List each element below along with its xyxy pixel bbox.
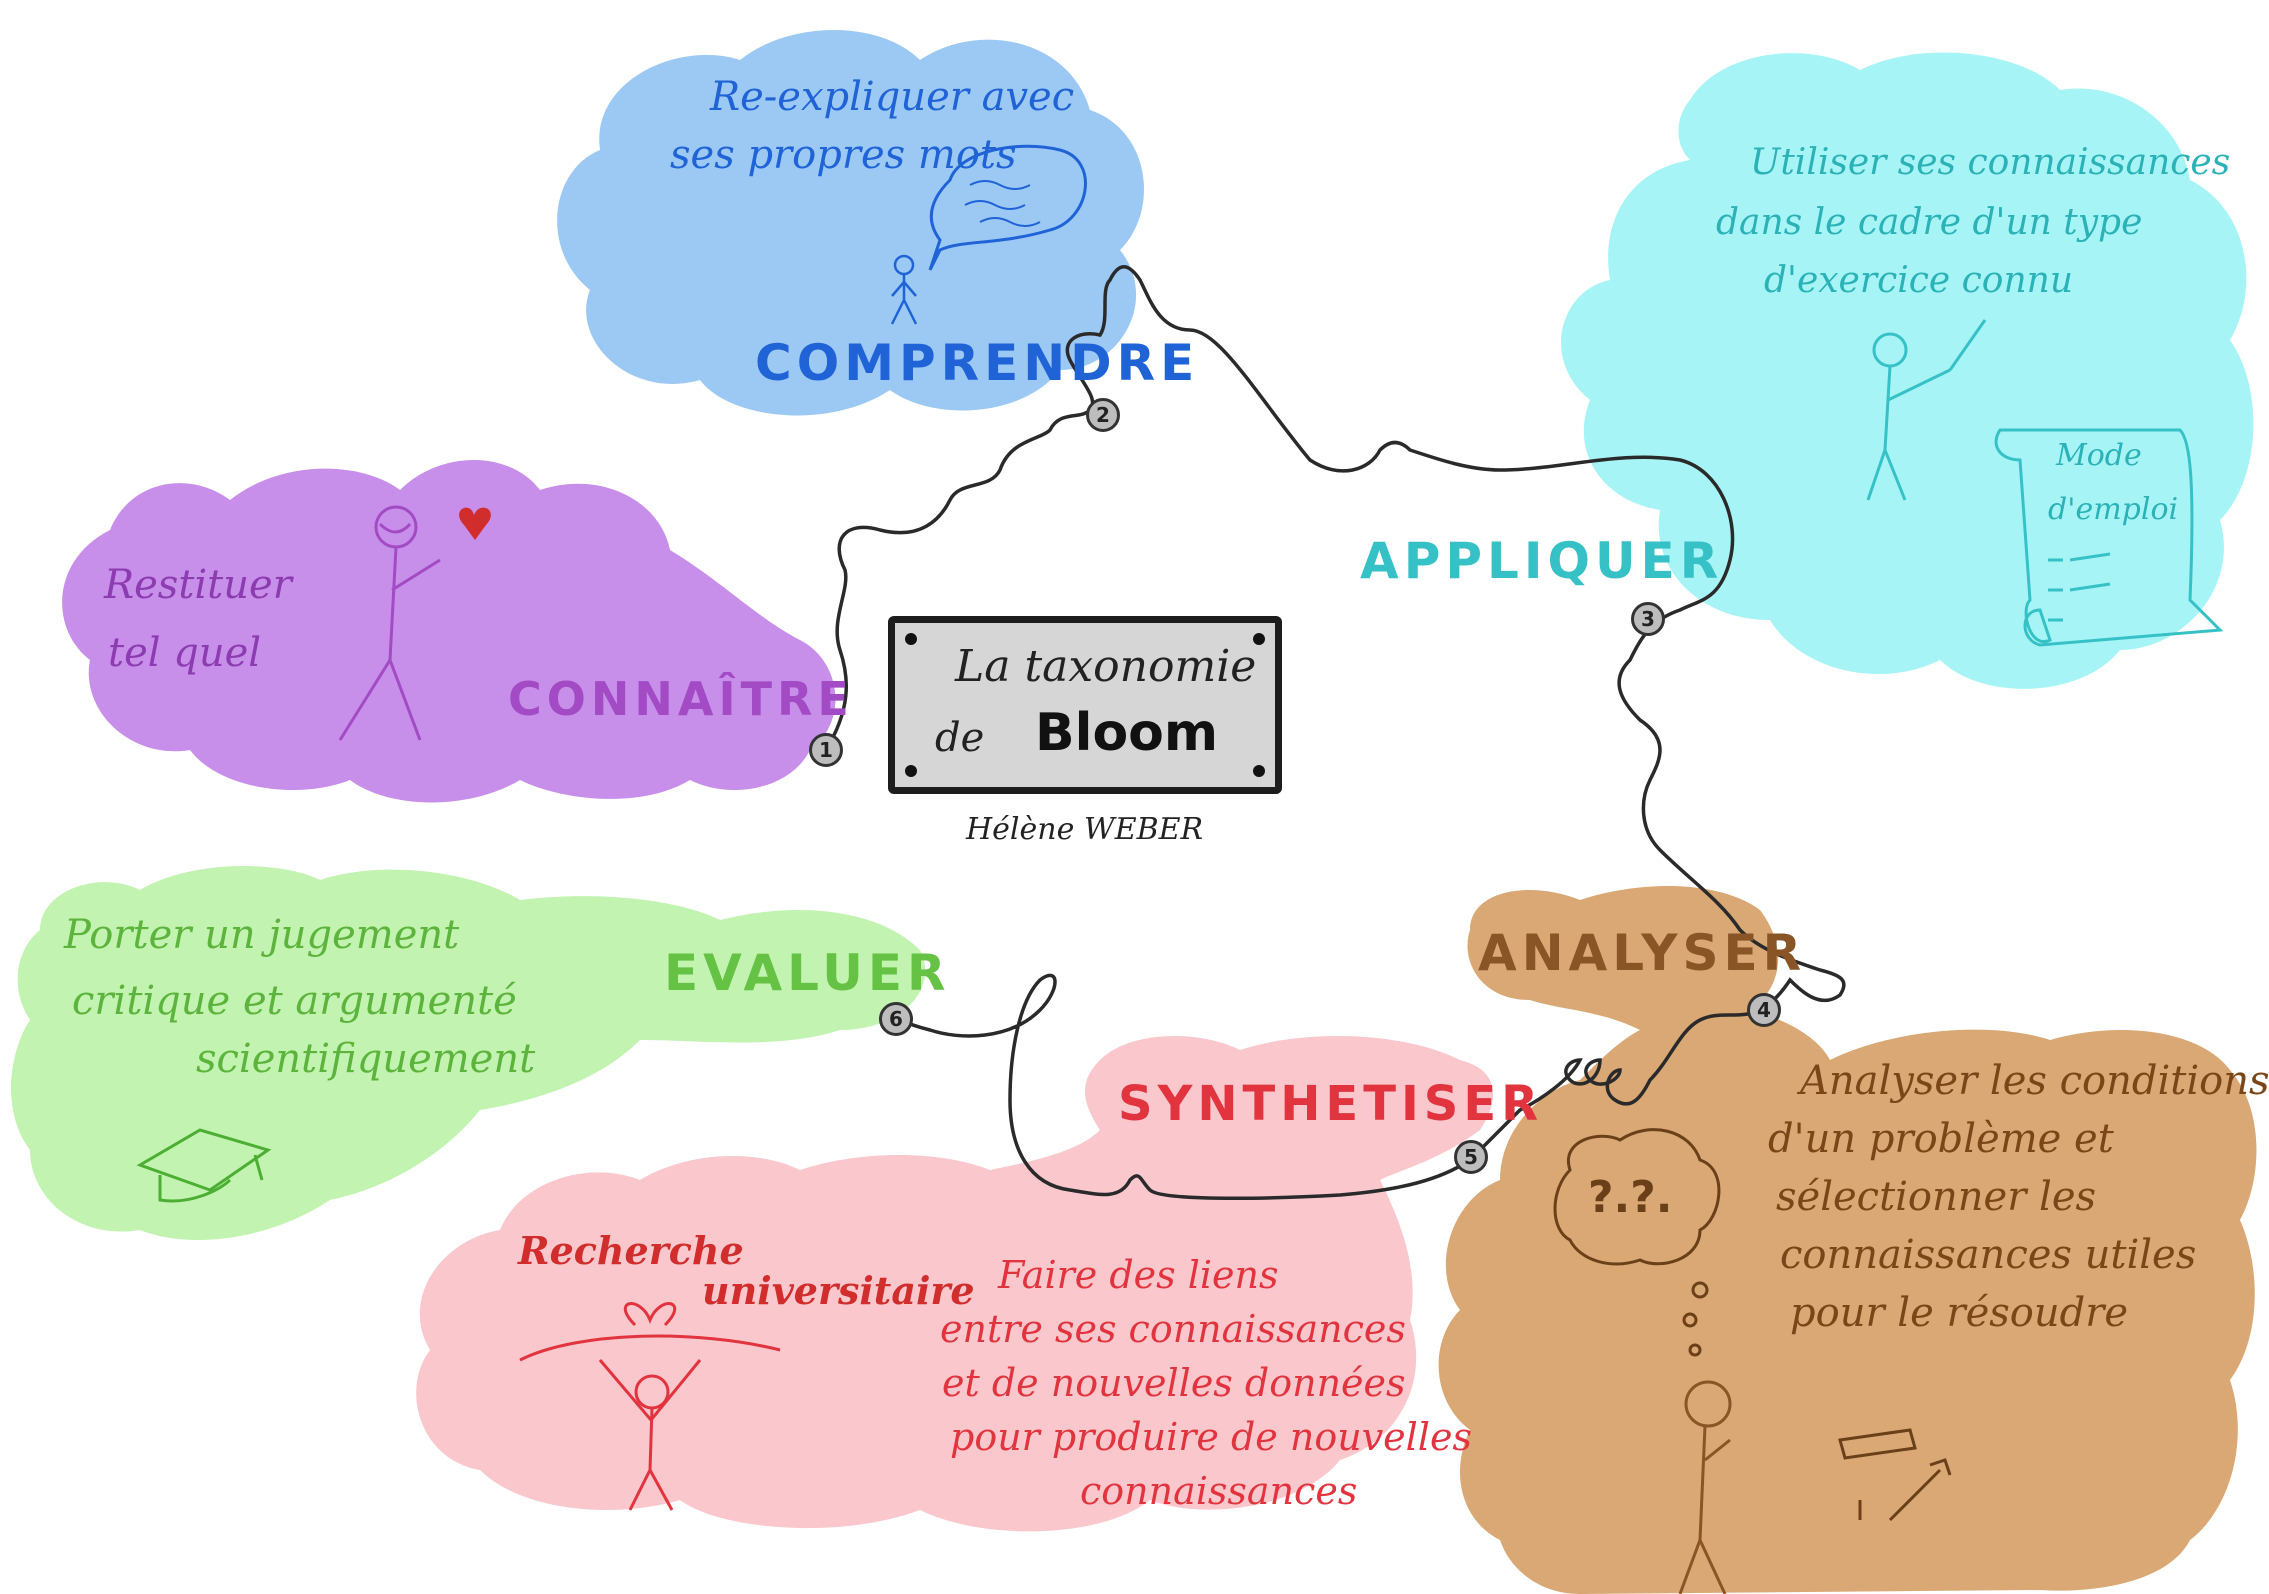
level-badge-2: 2 [1086,398,1120,432]
center-title-plate: La taxonomie de Bloom [888,616,1282,794]
tools-icon [1838,1428,1952,1522]
synthetiser-desc-5: connaissances [1080,1469,1358,1513]
synthetiser-extra-1: Recherche [518,1228,744,1273]
evaluer-cloud [11,866,926,1240]
synthetiser-desc-3: et de nouvelles données [942,1361,1406,1405]
evaluer-desc-3: scientifiquement [196,1036,536,1082]
scroll-text-2: d'emploi [2048,492,2179,527]
synthetiser-desc-1: Faire des liens [998,1253,1279,1297]
thought-bubble-text: ?.?. [1588,1172,1673,1223]
plate-title-line1: La taxonomie [955,641,1257,692]
appliquer-title: APPLIQUER [1360,532,1724,590]
appliquer-cloud [1561,52,2254,689]
synthetiser-desc-4: pour produire de nouvelles [950,1415,1472,1459]
connaitre-title: CONNAÎTRE [508,672,854,726]
evaluer-desc-2: critique et argumenté [72,978,517,1024]
analyser-desc-2: d'un problème et [1768,1116,2114,1162]
graduation-cap-icon [136,1128,272,1203]
synthetiser-extra-2: universitaire [702,1268,975,1313]
appliquer-desc-3: d'exercice connu [1764,260,2074,301]
synthetiser-desc-2: entre ses connaissances [940,1307,1406,1351]
plate-screw [1253,633,1265,645]
connaitre-desc-1: Restituer [104,562,292,608]
comprendre-cloud [557,30,1144,416]
plate-title-prefix: de [935,715,985,761]
speech-bubble-icon [928,144,1087,271]
synthetiser-stick-figure-icon [519,1302,781,1511]
analyser-desc-4: connaissances utiles [1780,1232,2197,1278]
level-badge-3: 3 [1631,602,1665,636]
synthetiser-title: SYNTHETISER [1118,1076,1544,1132]
comprendre-desc-2: ses propres mots [670,132,1017,178]
connector-line [824,265,1846,1201]
analyser-desc-1: Analyser les conditions [1800,1058,2269,1104]
analyser-stick-figure-icon [1678,1380,1732,1594]
appliquer-desc-1: Utiliser ses connaissances [1750,142,2231,183]
connaitre-cloud [62,460,836,803]
connaitre-desc-2: tel quel [108,630,262,676]
analyser-cloud [1438,886,2257,1594]
speech-bubble-scribble-icon [964,180,1041,227]
heart-icon [459,507,491,540]
appliquer-desc-2: dans le cadre d'un type [1716,202,2143,243]
analyser-desc-5: pour le résoudre [1790,1290,2129,1336]
plate-screw [905,765,917,777]
comprendre-title: COMPRENDRE [755,334,1200,392]
plate-title-bloom: Bloom [1035,703,1219,763]
author-name: Hélène WEBER [966,812,1204,847]
evaluer-desc-1: Porter un jugement [64,912,460,958]
level-badge-4: 4 [1747,993,1781,1027]
synthetiser-cloud [416,1036,1494,1532]
plate-screw [1253,765,1265,777]
scroll-icon [1994,428,2224,647]
plate-screw [905,633,917,645]
level-badge-5: 5 [1454,1140,1488,1174]
analyser-title: ANALYSER [1478,924,1807,982]
thought-bubble-icon [1553,1128,1721,1357]
level-badge-1: 1 [809,733,843,767]
comprendre-stick-figure-icon [890,254,918,325]
analyser-desc-3: sélectionner les [1776,1174,2097,1220]
connaitre-stick-figure-icon [338,505,441,741]
comprendre-desc-1: Re-expliquer avec [710,74,1075,120]
evaluer-title: EVALUER [664,944,951,1002]
level-badge-6: 6 [879,1002,913,1036]
appliquer-stick-figure-icon [1866,319,1987,501]
scroll-text-1: Mode [2056,438,2142,473]
